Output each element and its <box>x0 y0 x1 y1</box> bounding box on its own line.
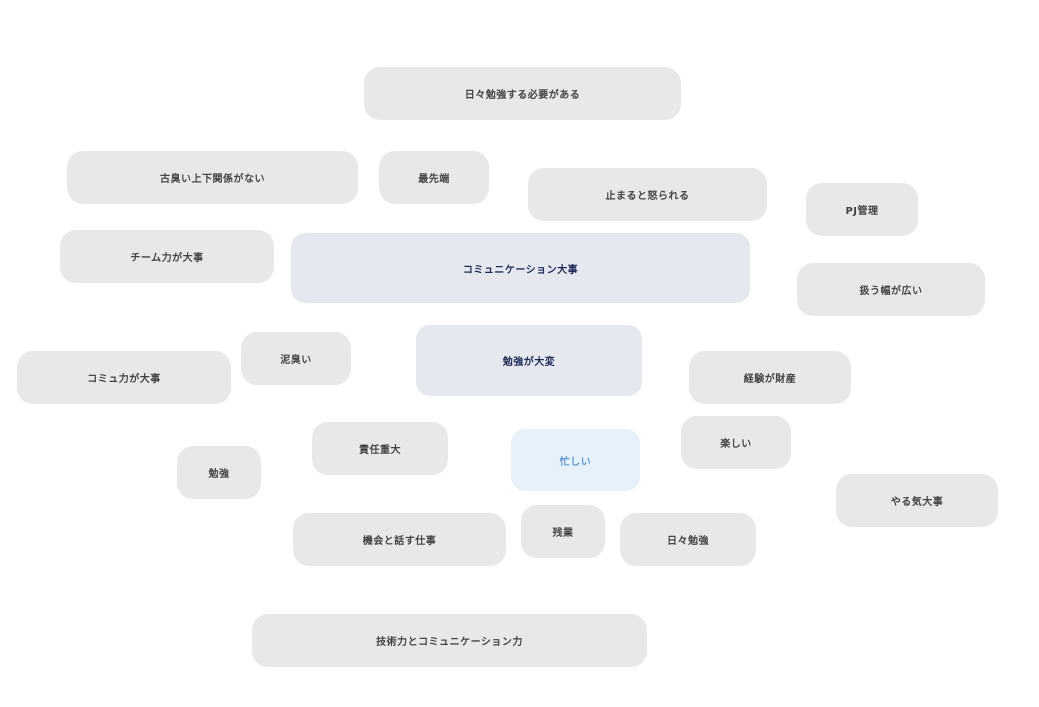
word-tag: 技術力とコミュニケーション力 <box>252 614 647 667</box>
word-tag: 機会と話す仕事 <box>293 513 506 566</box>
word-tag: 扱う幅が広い <box>797 263 985 316</box>
word-tag: 日々勉強 <box>620 513 756 566</box>
word-tag: 勉強 <box>177 446 261 499</box>
word-tag-large: 勉強が大変 <box>416 325 642 396</box>
word-tag: 泥臭い <box>241 332 351 385</box>
word-tag: PJ管理 <box>806 183 918 236</box>
word-tag: コミュ力が大事 <box>17 351 231 404</box>
word-tag-highlight: 忙しい <box>511 429 640 491</box>
word-tag: 古臭い上下関係がない <box>67 151 358 204</box>
word-tag: 日々勉強する必要がある <box>364 67 681 120</box>
word-tag: 残業 <box>521 505 605 558</box>
word-tag: 経験が財産 <box>689 351 851 404</box>
word-tag: 責任重大 <box>312 422 448 475</box>
word-tag: 最先端 <box>379 151 489 204</box>
word-tag: 楽しい <box>681 416 791 469</box>
word-tag: チーム力が大事 <box>60 230 274 283</box>
word-tag: やる気大事 <box>836 474 998 527</box>
word-tag-large: コミュニケーション大事 <box>291 233 750 303</box>
word-tag: 止まると怒られる <box>528 168 767 221</box>
